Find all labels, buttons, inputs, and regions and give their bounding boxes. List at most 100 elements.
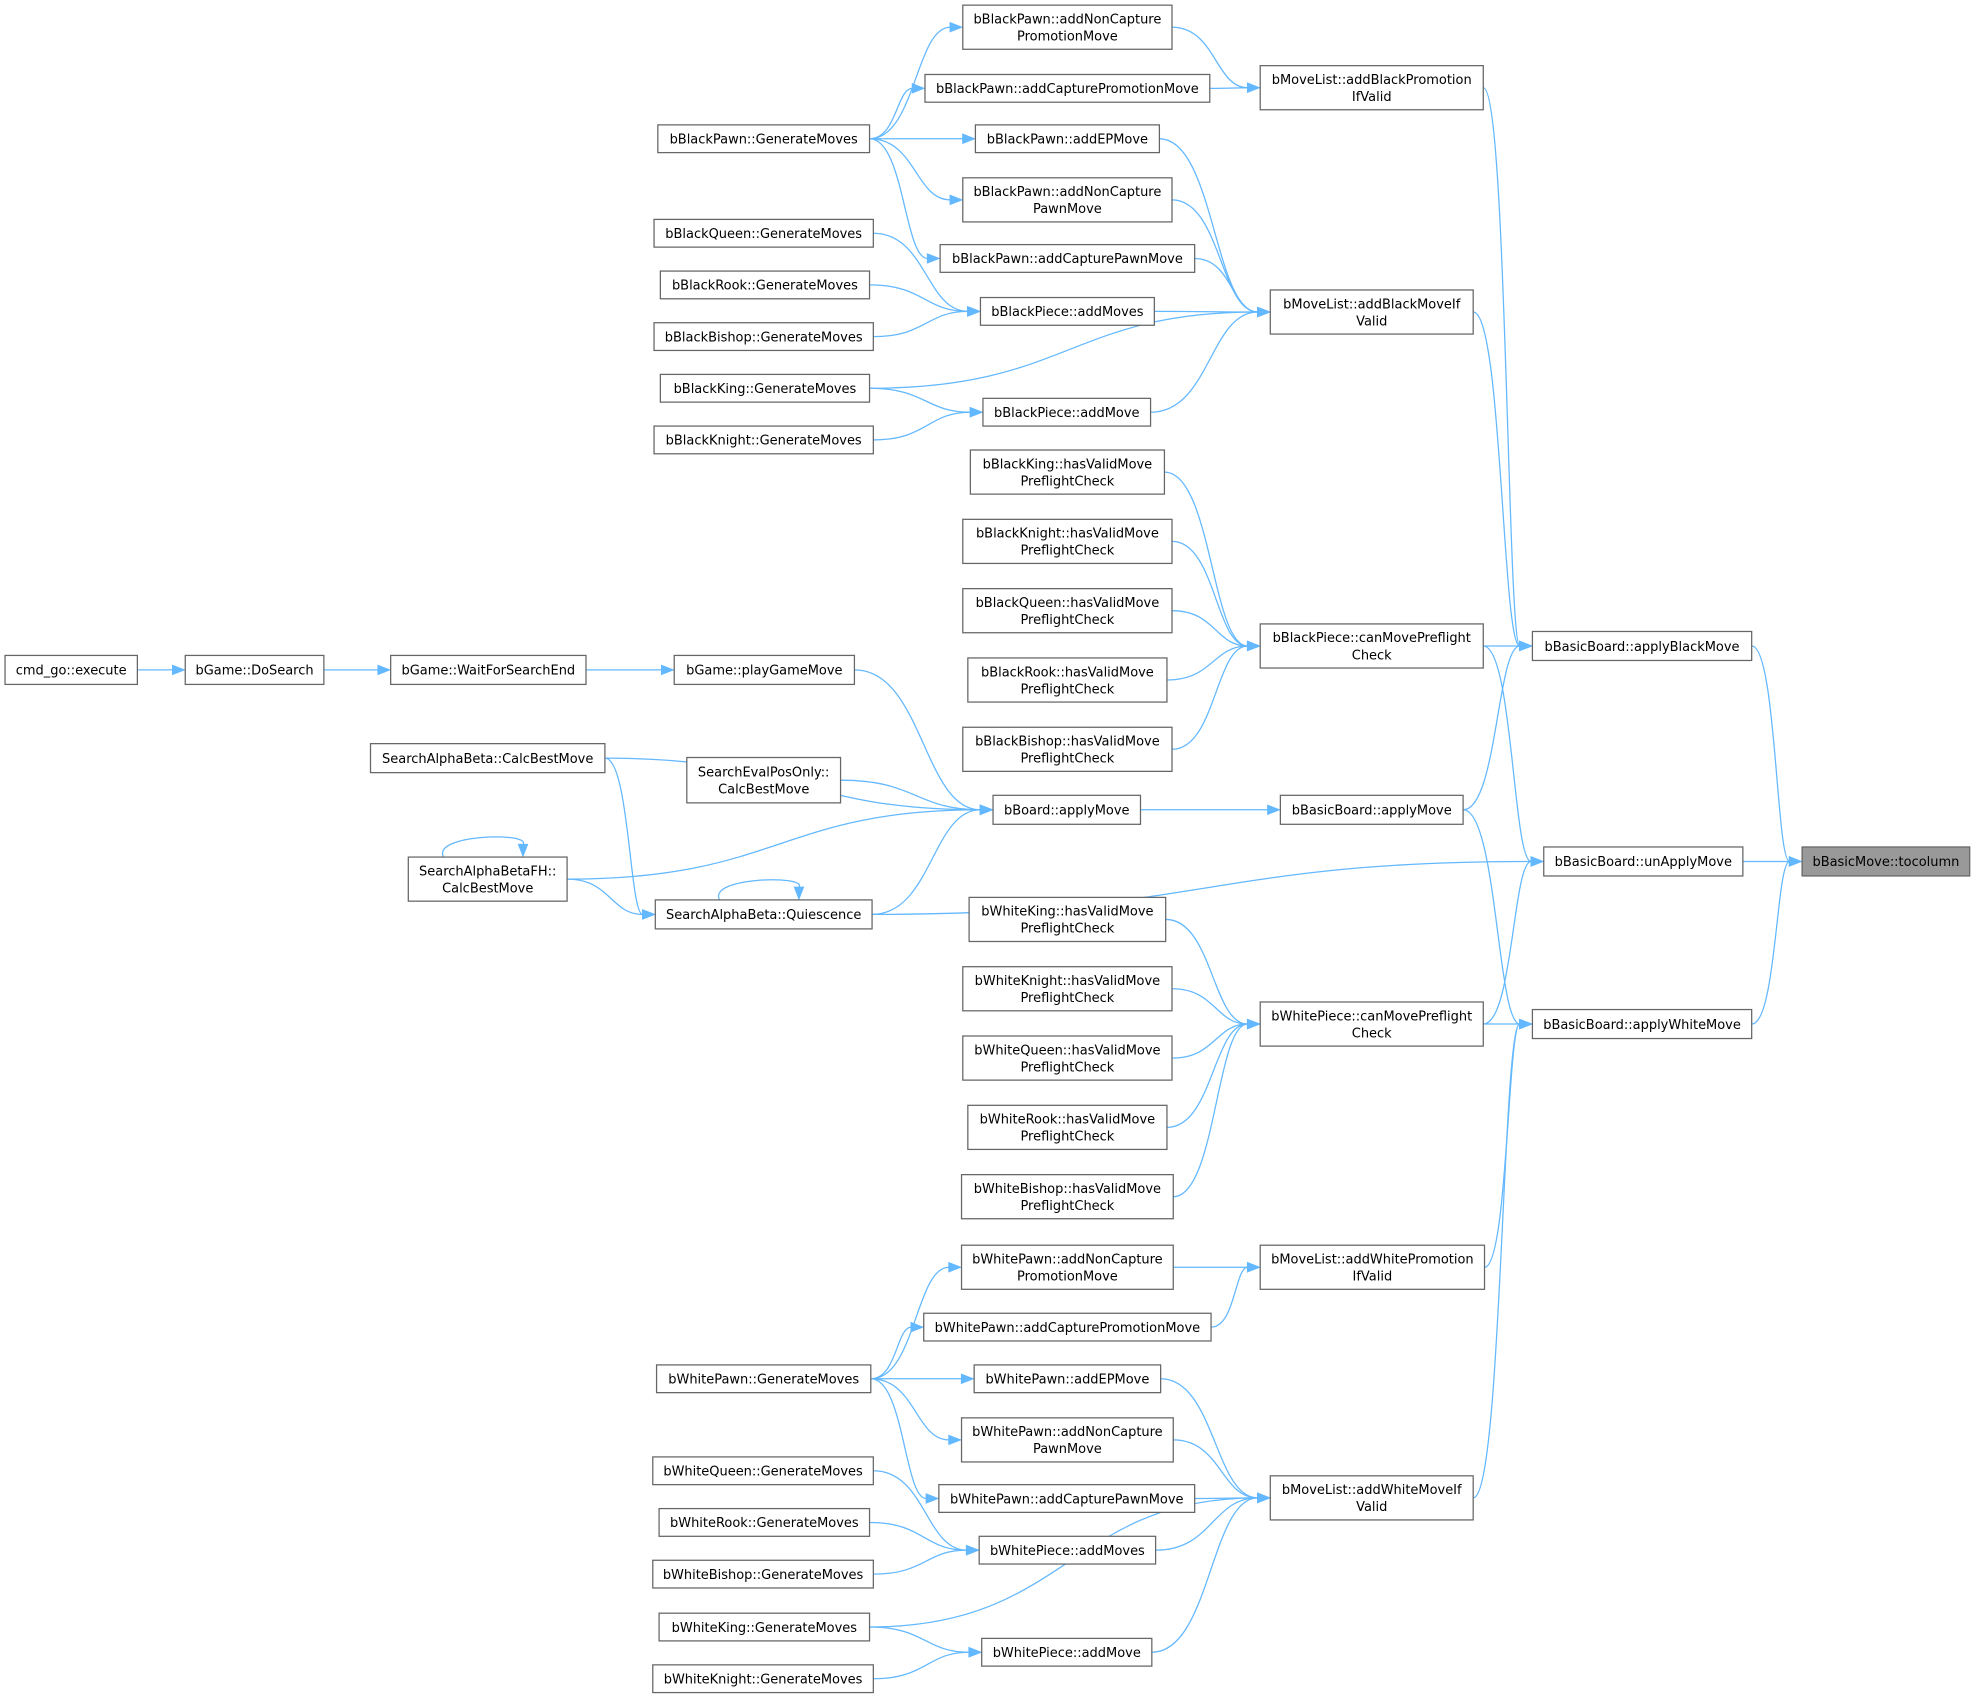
node-bKnightGen[interactable]: bBlackKnight::GenerateMoves bbox=[653, 425, 874, 455]
node-box bbox=[390, 654, 587, 686]
edge-abfhCalcBestMove-to-abfhCalcBestMove bbox=[442, 836, 529, 858]
node-tocolumn[interactable]: bBasicMove::tocolumn bbox=[1801, 846, 1971, 877]
node-cmdGoExecute[interactable]: cmd_go::execute bbox=[4, 654, 138, 686]
edge-line bbox=[1462, 809, 1521, 1025]
node-label: bMoveList::addWhitePromotion bbox=[1271, 1253, 1474, 1268]
node-abfhCalcBestMove[interactable]: SearchAlphaBetaFH::CalcBestMove bbox=[407, 856, 568, 902]
node-unApplyMove[interactable]: bBasicBoard::unApplyMove bbox=[1543, 846, 1744, 877]
node-bPieceAddMoves[interactable]: bBlackPiece::addMoves bbox=[979, 296, 1155, 326]
node-waitForSearchEnd[interactable]: bGame::WaitForSearchEnd bbox=[390, 654, 587, 686]
arrowhead-icon bbox=[793, 886, 805, 901]
edge-line bbox=[1159, 138, 1258, 313]
arrowhead-icon bbox=[948, 1434, 963, 1446]
edge-bKnightGen-to-bPieceAddMove bbox=[873, 406, 984, 441]
node-label: bBlackPawn::addNonCapture bbox=[973, 185, 1161, 200]
edge-wpCapProm-to-addWhitePromotionIfValid bbox=[1210, 1261, 1261, 1328]
node-abCalcBestMove[interactable]: SearchAlphaBeta::CalcBestMove bbox=[369, 743, 606, 774]
arrowhead-icon bbox=[1519, 1018, 1533, 1030]
node-wRookGen[interactable]: bWhiteRook::GenerateMoves bbox=[658, 1507, 871, 1537]
node-wKnightGen[interactable]: bWhiteKnight::GenerateMoves bbox=[652, 1664, 874, 1694]
node-basicApplyMove[interactable]: bBasicBoard::applyMove bbox=[1279, 794, 1464, 825]
node-bKingGen[interactable]: bBlackKing::GenerateMoves bbox=[659, 373, 871, 403]
edge-bQueenPre-to-bpCanMove bbox=[1171, 610, 1261, 652]
node-doSearch[interactable]: bGame::DoSearch bbox=[184, 654, 325, 686]
node-wpCapProm[interactable]: bWhitePawn::addCapturePromotionMove bbox=[923, 1312, 1212, 1342]
edge-quiescence-to-boardApplyMove bbox=[872, 804, 994, 916]
node-bPieceAddMove[interactable]: bBlackPiece::addMove bbox=[982, 397, 1152, 427]
node-bPawnGen[interactable]: bBlackPawn::GenerateMoves bbox=[657, 124, 871, 154]
node-bQueenGen[interactable]: bBlackQueen::GenerateMoves bbox=[653, 218, 874, 248]
node-quiescence[interactable]: SearchAlphaBeta::Quiescence bbox=[654, 899, 873, 930]
node-applyBlackMove[interactable]: bBasicBoard::applyBlackMove bbox=[1531, 630, 1753, 662]
node-label: Valid bbox=[1356, 1500, 1387, 1515]
arrowhead-icon bbox=[642, 909, 656, 920]
node-bpCapPawn[interactable]: bBlackPawn::addCapturePawnMove bbox=[939, 243, 1196, 273]
node-applyWhiteMove[interactable]: bBasicBoard::applyWhiteMove bbox=[1531, 1008, 1753, 1040]
node-box bbox=[4, 654, 138, 686]
node-box bbox=[992, 794, 1142, 825]
node-label: bBlackRook::hasValidMove bbox=[981, 665, 1154, 680]
node-box bbox=[407, 856, 568, 902]
node-evalPosOnly[interactable]: SearchEvalPosOnly::CalcBestMove bbox=[686, 756, 842, 804]
node-wpCapPawn[interactable]: bWhitePawn::addCapturePawnMove bbox=[938, 1484, 1196, 1513]
node-bpEP[interactable]: bBlackPawn::addEPMove bbox=[974, 124, 1161, 154]
edge-line bbox=[873, 411, 971, 441]
node-playGameMove[interactable]: bGame::playGameMove bbox=[673, 654, 856, 686]
node-bBishopGen[interactable]: bBlackBishop::GenerateMoves bbox=[653, 322, 874, 352]
edge-line bbox=[869, 87, 913, 140]
node-label: bBlackBishop::GenerateMoves bbox=[665, 330, 863, 345]
edge-line bbox=[1472, 1023, 1521, 1499]
node-label: bGame::DoSearch bbox=[196, 664, 314, 679]
arrowhead-icon bbox=[1519, 640, 1533, 652]
node-wPieceAddMove[interactable]: bWhitePiece::addMove bbox=[981, 1637, 1153, 1667]
node-label: bWhiteQueen::GenerateMoves bbox=[663, 1465, 863, 1480]
edge-bPawnGen-to-bpCapPawn bbox=[869, 138, 941, 264]
node-label: bWhitePiece::addMoves bbox=[990, 1544, 1145, 1559]
node-bRookGen[interactable]: bBlackRook::GenerateMoves bbox=[659, 270, 871, 300]
edge-line bbox=[1155, 1497, 1258, 1551]
edge-line bbox=[1171, 540, 1248, 647]
edge-bBishopGen-to-bPieceAddMoves bbox=[873, 306, 981, 338]
node-label: bBlackPawn::addCapturePromotionMove bbox=[936, 82, 1199, 97]
node-wPieceAddMoves[interactable]: bWhitePiece::addMoves bbox=[978, 1535, 1157, 1565]
edge-line bbox=[870, 1378, 927, 1500]
node-wpEP[interactable]: bWhitePawn::addEPMove bbox=[973, 1364, 1162, 1394]
node-wBishopGen[interactable]: bWhiteBishop::GenerateMoves bbox=[652, 1559, 874, 1589]
node-label: Valid bbox=[1356, 314, 1387, 329]
node-boardApplyMove[interactable]: bBoard::applyMove bbox=[992, 794, 1142, 825]
node-box bbox=[184, 654, 325, 686]
node-label: bBlackBishop::hasValidMove bbox=[975, 735, 1160, 750]
node-wPawnGen[interactable]: bWhitePawn::GenerateMoves bbox=[655, 1364, 872, 1394]
arrowhead-icon bbox=[910, 1321, 925, 1333]
arrowhead-icon bbox=[1257, 306, 1271, 318]
arrowhead-icon bbox=[1246, 640, 1261, 652]
node-wQueenGen[interactable]: bWhiteQueen::GenerateMoves bbox=[652, 1456, 874, 1486]
edge-line bbox=[1160, 1378, 1258, 1499]
node-wKingGen[interactable]: bWhiteKing::GenerateMoves bbox=[658, 1612, 871, 1642]
edge-bPieceAddMove-to-addBlackMoveIfValid bbox=[1150, 306, 1271, 413]
edge-line bbox=[1209, 87, 1248, 89]
node-bpCapProm[interactable]: bBlackPawn::addCapturePromotionMove bbox=[924, 73, 1211, 103]
edge-line bbox=[869, 284, 968, 313]
